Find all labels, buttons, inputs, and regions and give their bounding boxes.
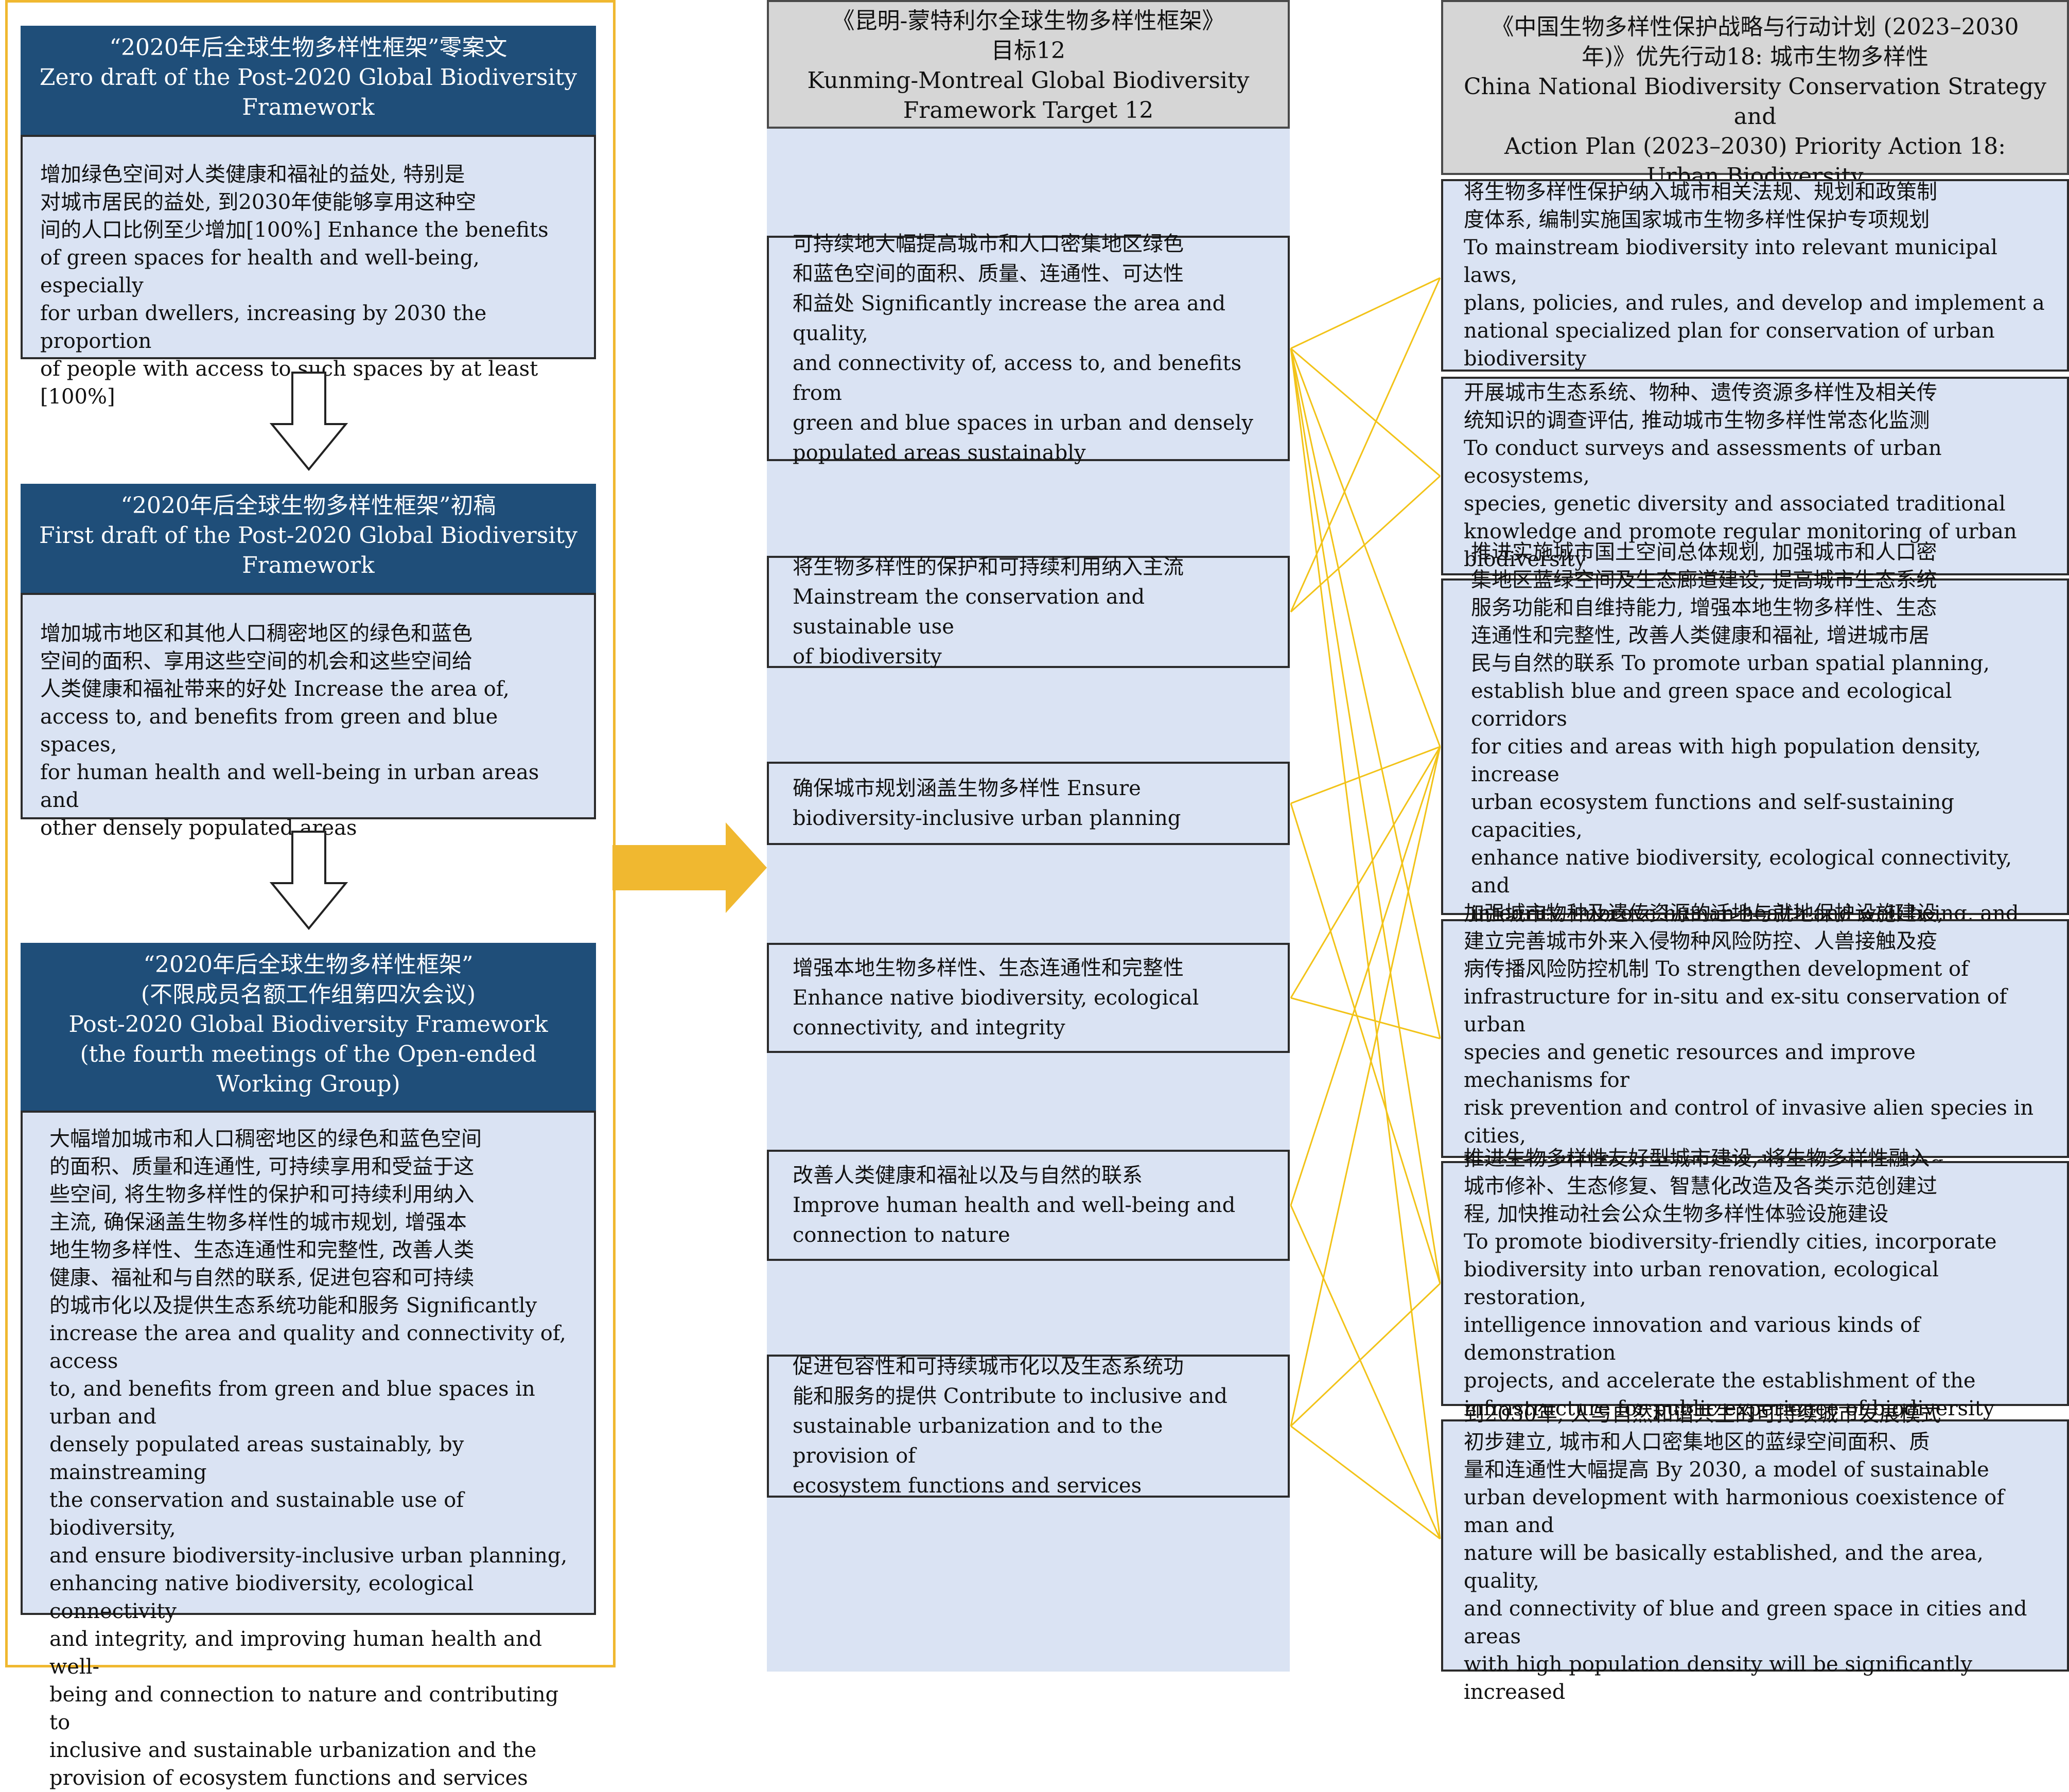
action18-item-text: 推进生物多样性友好型城市建设, 将生物多样性融入 城市修补、生态修复、智慧化改造… <box>1464 1147 1997 1420</box>
connector-line <box>1290 348 1441 1539</box>
target12-item-text: 可持续地大幅提高城市和人口密集地区绿色 和蓝色空间的面积、质量、连通性、可达性 … <box>793 232 1253 465</box>
first-draft-header-text: “2020年后全球生物多样性框架”初稿 First draft of the P… <box>39 493 577 578</box>
zero-draft-header: “2020年后全球生物多样性框架”零案文 Zero draft of the P… <box>21 26 596 135</box>
action18-item-spatial-planning: 推进实施城市国土空间总体规划, 加强城市和人口密 集地区蓝绿空间及生态廊道建设,… <box>1441 540 2069 953</box>
first-draft-body: 增加城市地区和其他人口稠密地区的绿色和蓝色 空间的面积、享用这些空间的机会和这些… <box>21 593 596 840</box>
zero-draft-body-text: 增加绿色空间对人类健康和福祉的益处, 特别是 对城市居民的益处, 到2030年使… <box>40 163 549 409</box>
action18-item-mainstream-laws: 将生物多样性保护纳入城市相关法规、规划和政策制 度体系, 编制实施国家城市生物多… <box>1441 179 2069 372</box>
target12-item-urban-planning: 确保城市规划涵盖生物多样性 Ensure biodiversity-inclus… <box>767 762 1290 845</box>
connector-line <box>1290 746 1441 1427</box>
nbsap-action18-header-text: 《中国生物多样性保护战略与行动计划 (2023–2030 年)》优先行动18: … <box>1463 14 2047 189</box>
connector-line <box>1290 348 1441 747</box>
target12-header-text: 《昆明-蒙特利尔全球生物多样性框架》 目标12 Kunming-Montreal… <box>807 8 1250 124</box>
connector-line <box>1290 746 1441 998</box>
right-arrow-icon <box>612 822 767 913</box>
action18-item-2030-goal: 到2030年, 人与自然和谐共生的可持续城市发展模式 初步建立, 城市和人口密集… <box>1441 1402 2069 1704</box>
target12-header: 《昆明-蒙特利尔全球生物多样性框架》 目标12 Kunming-Montreal… <box>767 0 1290 129</box>
connector-line <box>1290 347 1441 477</box>
action18-item-text: 到2030年, 人与自然和谐共生的可持续城市发展模式 初步建立, 城市和人口密集… <box>1464 1402 2027 1704</box>
fourth-oewg-header: “2020年后全球生物多样性框架” (不限成员名额工作组第四次会议) Post-… <box>21 943 596 1111</box>
target12-item-text: 将生物多样性的保护和可持续利用纳入主流 Mainstream the conse… <box>793 555 1184 669</box>
action18-item-text: 开展城市生态系统、物种、遗传资源多样性及相关传 统知识的调查评估, 推动城市生物… <box>1464 381 2017 571</box>
action18-item-text: 将生物多样性保护纳入城市相关法规、规划和政策制 度体系, 编制实施国家城市生物多… <box>1464 180 2045 371</box>
connector-line <box>1290 348 1441 1284</box>
connector-line <box>1290 1282 1441 1427</box>
target12-item-native-biodiversity: 增强本地生物多样性、生态连通性和完整性 Enhance native biodi… <box>767 943 1290 1053</box>
connector-line <box>1290 746 1441 804</box>
target12-item-text: 确保城市规划涵盖生物多样性 Ensure biodiversity-inclus… <box>793 777 1181 830</box>
action18-item-conservation-infrastructure: 加强城市物种及遗传资源的迁地与就地保护设施建设, 建立完善城市外来入侵物种风险防… <box>1441 902 2069 1175</box>
nbsap-action18-header: 《中国生物多样性保护战略与行动计划 (2023–2030 年)》优先行动18: … <box>1441 0 2069 189</box>
target12-item-urbanization: 促进包容性和可持续城市化以及生态系统功 能和服务的提供 Contribute t… <box>767 1355 1290 1498</box>
action18-item-text: 推进实施城市国土空间总体规划, 加强城市和人口密 集地区蓝绿空间及生态廊道建设,… <box>1471 540 2038 953</box>
first-draft-header: “2020年后全球生物多样性框架”初稿 First draft of the P… <box>21 484 596 593</box>
target12-item-text: 促进包容性和可持续城市化以及生态系统功 能和服务的提供 Contribute t… <box>793 1355 1228 1498</box>
zero-draft-body: 增加绿色空间对人类健康和福祉的益处, 特别是 对城市居民的益处, 到2030年使… <box>21 135 596 409</box>
target12-item-mainstream: 将生物多样性的保护和可持续利用纳入主流 Mainstream the conse… <box>767 555 1290 669</box>
action18-item-text: 加强城市物种及遗传资源的迁地与就地保护设施建设, 建立完善城市外来入侵物种风险防… <box>1464 902 2034 1175</box>
connector-line <box>1290 475 1441 613</box>
connector-line <box>1290 997 1441 1040</box>
down-arrow-icon <box>269 831 348 930</box>
target12-item-area-quality: 可持续地大幅提高城市和人口密集地区绿色 和蓝色空间的面积、质量、连通性、可达性 … <box>767 232 1290 465</box>
connector-line <box>1290 1425 1441 1540</box>
fourth-oewg-header-text: “2020年后全球生物多样性框架” (不限成员名额工作组第四次会议) Post-… <box>68 952 548 1097</box>
connector-line <box>1290 277 1441 349</box>
connector-line <box>1290 803 1441 1284</box>
connector-line <box>1290 277 1441 612</box>
down-arrow-icon <box>269 372 348 471</box>
connector-line <box>1290 746 1441 1206</box>
target12-item-human-health: 改善人类健康和福祉以及与自然的联系 Improve human health a… <box>767 1150 1290 1261</box>
connector-line <box>1290 348 1441 1039</box>
left-timeline-frame <box>5 0 616 1667</box>
first-draft-body-text: 增加城市地区和其他人口稠密地区的绿色和蓝色 空间的面积、享用这些空间的机会和这些… <box>40 622 539 840</box>
connector-lines <box>1290 277 1441 1540</box>
action18-item-surveys: 开展城市生态系统、物种、遗传资源多样性及相关传 统知识的调查评估, 推动城市生物… <box>1441 377 2069 575</box>
target12-item-text: 增强本地生物多样性、生态连通性和完整性 Enhance native biodi… <box>793 956 1199 1040</box>
connector-line <box>1290 1205 1441 1539</box>
action18-item-biodiversity-friendly-cities: 推进生物多样性友好型城市建设, 将生物多样性融入 城市修补、生态修复、智慧化改造… <box>1441 1147 2069 1420</box>
target12-item-text: 改善人类健康和福祉以及与自然的联系 Improve human health a… <box>793 1164 1236 1247</box>
zero-draft-header-text: “2020年后全球生物多样性框架”零案文 Zero draft of the P… <box>39 34 577 120</box>
